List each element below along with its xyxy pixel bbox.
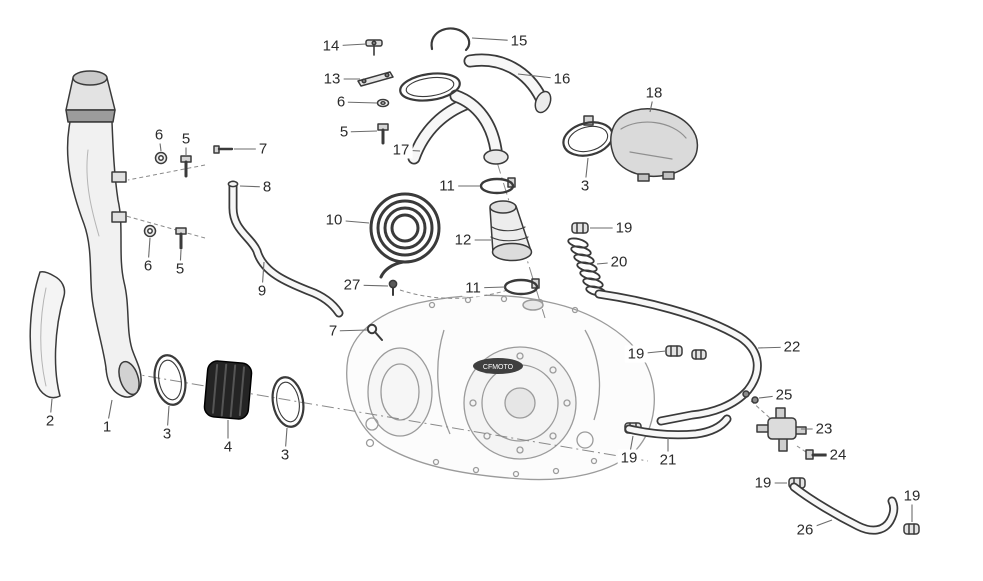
callout-3-8: 3 bbox=[577, 177, 593, 195]
callout-6-18: 6 bbox=[140, 257, 156, 275]
part-6-washer bbox=[376, 98, 390, 108]
callout-12-15: 12 bbox=[451, 231, 475, 249]
parts-layer bbox=[29, 27, 920, 535]
callout-17-7: 17 bbox=[389, 141, 413, 159]
callout-3-29: 3 bbox=[159, 425, 175, 443]
callout-5-10: 5 bbox=[178, 130, 194, 148]
callout-24-33: 24 bbox=[826, 446, 850, 464]
callout-19-38: 19 bbox=[900, 487, 924, 505]
callout-27-21: 27 bbox=[340, 276, 364, 294]
engine-badge-text: CFMOTO bbox=[483, 364, 514, 371]
part-14-cable-clamp bbox=[365, 39, 383, 56]
part-19-clamp bbox=[665, 345, 683, 357]
callout-13-2: 13 bbox=[320, 70, 344, 88]
callout-19-34: 19 bbox=[617, 449, 641, 467]
helper-dashed-lines bbox=[125, 164, 807, 453]
callout-8-12: 8 bbox=[259, 178, 275, 196]
part-19-clamp bbox=[903, 523, 920, 535]
callout-14-0: 14 bbox=[319, 37, 343, 55]
part-15-retaining-wire bbox=[430, 27, 471, 52]
callout-21-35: 21 bbox=[656, 451, 680, 469]
callout-10-14: 10 bbox=[322, 211, 346, 229]
part-20-spring-guard bbox=[567, 237, 607, 297]
part-23-check-valve bbox=[756, 407, 807, 452]
callout-7-23: 7 bbox=[325, 322, 341, 340]
part-19-clamp bbox=[571, 222, 589, 234]
part-4-rubber-bellows bbox=[203, 360, 253, 420]
callout-19-36: 19 bbox=[751, 474, 775, 492]
part-19-clamp bbox=[691, 349, 707, 360]
callout-5-6: 5 bbox=[336, 123, 352, 141]
part-10-coiled-hose bbox=[369, 192, 441, 279]
callout-6-9: 6 bbox=[151, 126, 167, 144]
part-5-bolt bbox=[180, 155, 192, 178]
part-21-hose bbox=[624, 414, 732, 440]
part-1-intake-snorkel bbox=[65, 70, 142, 398]
engine-crankcase-drawing: CFMOTO bbox=[346, 294, 655, 481]
part-22-breather-hose bbox=[594, 289, 762, 426]
callout-23-30: 23 bbox=[812, 420, 836, 438]
callout-5-19: 5 bbox=[172, 260, 188, 278]
engine-badge: CFMOTO bbox=[473, 358, 523, 374]
part-13-bracket bbox=[357, 71, 394, 87]
callout-4-31: 4 bbox=[220, 438, 236, 456]
part-6-washer bbox=[143, 224, 157, 238]
part-27-clip bbox=[388, 279, 398, 296]
callout-19-25: 19 bbox=[624, 345, 648, 363]
callout-18-5: 18 bbox=[642, 84, 666, 102]
callout-1-28: 1 bbox=[99, 418, 115, 436]
callout-7-11: 7 bbox=[255, 140, 271, 158]
part-3-clamp bbox=[153, 354, 187, 406]
part-5-bolt bbox=[377, 123, 389, 145]
part-16-air-scoop-duct bbox=[463, 53, 552, 114]
part-11-hose-clamp bbox=[479, 177, 516, 195]
callout-11-13: 11 bbox=[436, 177, 458, 195]
callout-20-17: 20 bbox=[607, 253, 631, 271]
callout-22-24: 22 bbox=[780, 338, 804, 356]
callout-6-4: 6 bbox=[333, 93, 349, 111]
callout-25-26: 25 bbox=[772, 386, 796, 404]
callout-11-22: 11 bbox=[462, 279, 484, 297]
assembly-centerlines bbox=[104, 161, 649, 462]
part-24-bolt bbox=[805, 449, 828, 460]
part-2-air-deflector bbox=[29, 271, 66, 399]
part-7-screw bbox=[213, 145, 234, 154]
part-7-clip bbox=[366, 323, 383, 341]
part-5-bolt bbox=[175, 227, 187, 250]
part-18-airbox-cover bbox=[610, 108, 699, 182]
callout-16-3: 16 bbox=[550, 70, 574, 88]
part-12-intake-joint bbox=[489, 200, 544, 311]
callout-9-20: 9 bbox=[254, 282, 270, 300]
part-17-intake-duct bbox=[399, 72, 509, 165]
part-26-drain-hose bbox=[789, 482, 899, 535]
callout-3-32: 3 bbox=[277, 446, 293, 464]
callout-15-1: 15 bbox=[507, 32, 531, 50]
part-6-washer bbox=[154, 151, 168, 165]
callout-19-16: 19 bbox=[612, 219, 636, 237]
callout-2-27: 2 bbox=[42, 412, 58, 430]
part-3-clamp bbox=[271, 376, 305, 428]
part-8-9-drain-tube bbox=[227, 180, 344, 318]
callout-26-37: 26 bbox=[793, 521, 817, 539]
part-25-screws bbox=[742, 390, 759, 404]
